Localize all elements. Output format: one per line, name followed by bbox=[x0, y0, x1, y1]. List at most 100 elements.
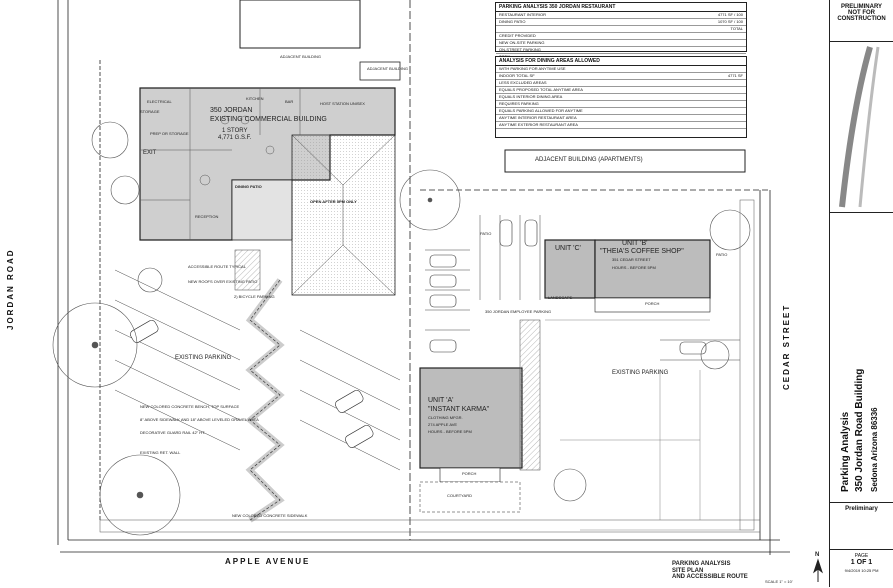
porch-b-label: PORCH bbox=[645, 301, 660, 306]
dining-row-label: LESS EXCLUDED AREAS bbox=[499, 80, 547, 85]
landscape-strip bbox=[519, 319, 541, 471]
parking-row-label: ON-STREET PARKING bbox=[499, 47, 541, 52]
dining-row-label: INDOOR TOTAL SF bbox=[499, 73, 535, 78]
architect-logo bbox=[839, 46, 880, 208]
unisex-label: UNISEX bbox=[350, 101, 365, 106]
adjacent-apartments bbox=[504, 149, 746, 173]
open-after-label: OPEN AFTER 5PM ONLY bbox=[310, 199, 357, 204]
bar-label: BAR bbox=[285, 99, 294, 104]
phase-label: Preliminary bbox=[845, 506, 878, 512]
ret-wall-note: EXISTING RET. WALL bbox=[140, 450, 181, 455]
project-title-1: Parking Analysis bbox=[840, 411, 851, 492]
parking-row-value: 1070 SF / 100 bbox=[717, 19, 743, 24]
dining-row-label: ANYTIME INTERIOR RESTAURANT AREA bbox=[499, 115, 577, 120]
main-building-area: 4,771 G.S.F. bbox=[218, 135, 252, 141]
project-section: Parking Analysis 350 Jordan Road Buildin… bbox=[830, 212, 893, 503]
dining-row: LESS EXCLUDED AREAS bbox=[496, 80, 746, 87]
unit-a-address: 274 APPLE AVE bbox=[428, 422, 458, 427]
status-line-3: CONSTRUCTION bbox=[837, 16, 886, 22]
parking-analysis-table: PARKING ANALYSIS 350 JORDAN RESTAURANT R… bbox=[495, 2, 747, 61]
unit-a-label: UNIT 'A' bbox=[428, 397, 454, 404]
kitchen-label: KITCHEN bbox=[246, 96, 264, 101]
drawing-scale: SCALE 1" = 10' bbox=[765, 579, 793, 584]
accessible-route-note: ACCESSIBLE ROUTE TYPICAL bbox=[188, 264, 246, 269]
colored-concrete-note: NEW COLORED CONCRETE BENCH, TOP SURFACE bbox=[140, 404, 240, 409]
sidewalk-apple bbox=[99, 519, 761, 533]
drawing-title-block: PARKING ANALYSIS SITE PLAN AND ACCESSIBL… bbox=[672, 561, 812, 581]
parking-row: NEW ON-SITE PARKING bbox=[496, 40, 746, 47]
dining-row-label: ANYTIME EXTERIOR RESTAURANT AREA bbox=[499, 122, 578, 127]
adjacent-apartments-label: ADJACENT BUILDING (APARTMENTS) bbox=[535, 157, 643, 163]
status-line-1: PRELIMINARY bbox=[840, 4, 883, 10]
status-section: PRELIMINARY NOT FOR CONSTRUCTION bbox=[830, 0, 893, 42]
above-sidewalk-note: 8" ABOVE SIDEWALK AND 18" ABOVE LEVELED … bbox=[140, 417, 259, 422]
drawing-title-3: AND ACCESSIBLE ROUTE bbox=[672, 574, 748, 581]
page-number: 1 OF 1 bbox=[850, 559, 873, 566]
courtyard-label: COURTYARD bbox=[447, 493, 472, 498]
dining-row: WITH PARKING FOR ANYTIME USE bbox=[496, 66, 746, 73]
parking-row: DINING PATIO 1070 SF / 100 bbox=[496, 19, 746, 26]
project-title-3: Sedona Arizona 86336 bbox=[870, 407, 879, 492]
drawing-title-2: SITE PLAN bbox=[672, 567, 704, 574]
dining-row-label: WITH PARKING FOR ANYTIME USE bbox=[499, 66, 566, 71]
guard-rail-note: DECORATIVE GUARD RAIL 42" HT. bbox=[140, 430, 206, 435]
adjacent-building-top bbox=[239, 0, 361, 49]
parking-row-label: NEW ON-SITE PARKING bbox=[499, 40, 545, 45]
adjacent-top2-label: ADJACENT BUILDING bbox=[367, 66, 409, 71]
trees bbox=[52, 121, 751, 536]
dining-table-title: ANALYSIS FOR DINING AREAS ALLOWED bbox=[496, 57, 746, 66]
parking-row: CREDIT PROVIDED bbox=[496, 33, 746, 40]
storage-label: STORAGE bbox=[140, 109, 160, 114]
dining-patio-area bbox=[231, 179, 293, 241]
dining-row: ANYTIME EXTERIOR RESTAURANT AREA bbox=[496, 122, 746, 129]
parked-cars bbox=[130, 219, 707, 448]
plot-date: 9/4/2019 10:25 PM bbox=[844, 568, 879, 573]
prep-label: PREP OR STORAGE bbox=[150, 131, 189, 136]
parking-row-value: TOTAL bbox=[730, 26, 743, 31]
open-after-5pm-area bbox=[291, 134, 396, 296]
roof-hip-lines bbox=[291, 134, 396, 296]
courtyard-area bbox=[419, 481, 521, 513]
logo-section bbox=[830, 42, 893, 213]
adjacent-building-top2 bbox=[359, 61, 401, 81]
title-block: PRELIMINARY NOT FOR CONSTRUCTION Parking… bbox=[829, 0, 893, 587]
dining-row: EQUALS INTERIOR DINING AREA bbox=[496, 94, 746, 101]
dining-row-value: 4771 SF bbox=[727, 73, 743, 78]
main-building-story: 1 STORY bbox=[222, 128, 248, 134]
dining-row-label: REQUIRES PARKING bbox=[499, 101, 539, 106]
porch-b bbox=[594, 297, 711, 313]
landscape-label: LANDSCAPE bbox=[548, 295, 573, 300]
parking-row-label: CREDIT PROVIDED bbox=[499, 33, 536, 38]
main-building-name: 350 JORDAN bbox=[210, 107, 253, 114]
unit-a-hours: HOURS - BEFORE 5PM bbox=[428, 429, 472, 434]
existing-parking2-note: EXISTING PARKING bbox=[612, 370, 669, 376]
dining-patio-label: DINING PATIO bbox=[235, 184, 262, 189]
exit-label: EXIT bbox=[143, 150, 157, 156]
dining-row-label: EQUALS PARKING ALLOWED FOR ANYTIME bbox=[499, 108, 583, 113]
new-sidewalk-note: NEW COLORED CONCRETE SIDEWALK bbox=[232, 513, 308, 518]
dining-row-label: EQUALS PROPOSED TOTAL ANYTIME AREA bbox=[499, 87, 583, 92]
accessible-route-path bbox=[245, 278, 285, 523]
north-arrow-graphic bbox=[813, 558, 823, 582]
porch-a-label: PORCH bbox=[462, 471, 477, 476]
dimension-lines bbox=[545, 319, 740, 531]
page-label: PAGE bbox=[854, 553, 869, 559]
unit-c-label: UNIT 'C' bbox=[555, 245, 581, 252]
drawing-title-1: PARKING ANALYSIS bbox=[672, 561, 731, 567]
unit-b-name: "THEIA'S COFFEE SHOP" bbox=[600, 248, 684, 255]
parking-row-label: RESTAURANT INTERIOR bbox=[499, 12, 546, 17]
sidewalk-cedar bbox=[739, 199, 755, 531]
dining-row-label: EQUALS INTERIOR DINING AREA bbox=[499, 94, 563, 99]
dining-analysis-table: ANALYSIS FOR DINING AREAS ALLOWED WITH P… bbox=[495, 56, 747, 138]
parking-row-label: DINING PATIO bbox=[499, 19, 526, 24]
unit-b-hours: HOURS - BEFORE 5PM bbox=[612, 265, 656, 270]
dining-row: INDOOR TOTAL SF 4771 SF bbox=[496, 73, 746, 80]
dining-row: REQUIRES PARKING bbox=[496, 101, 746, 108]
dining-row: ANYTIME INTERIOR RESTAURANT AREA bbox=[496, 115, 746, 122]
parking-table-title: PARKING ANALYSIS 350 JORDAN RESTAURANT bbox=[496, 3, 746, 12]
main-building-desc: EXISTING COMMERCIAL BUILDING bbox=[210, 116, 327, 123]
existing-parking-note: EXISTING PARKING bbox=[175, 355, 232, 361]
electrical-label: ELECTRICAL bbox=[147, 99, 172, 104]
